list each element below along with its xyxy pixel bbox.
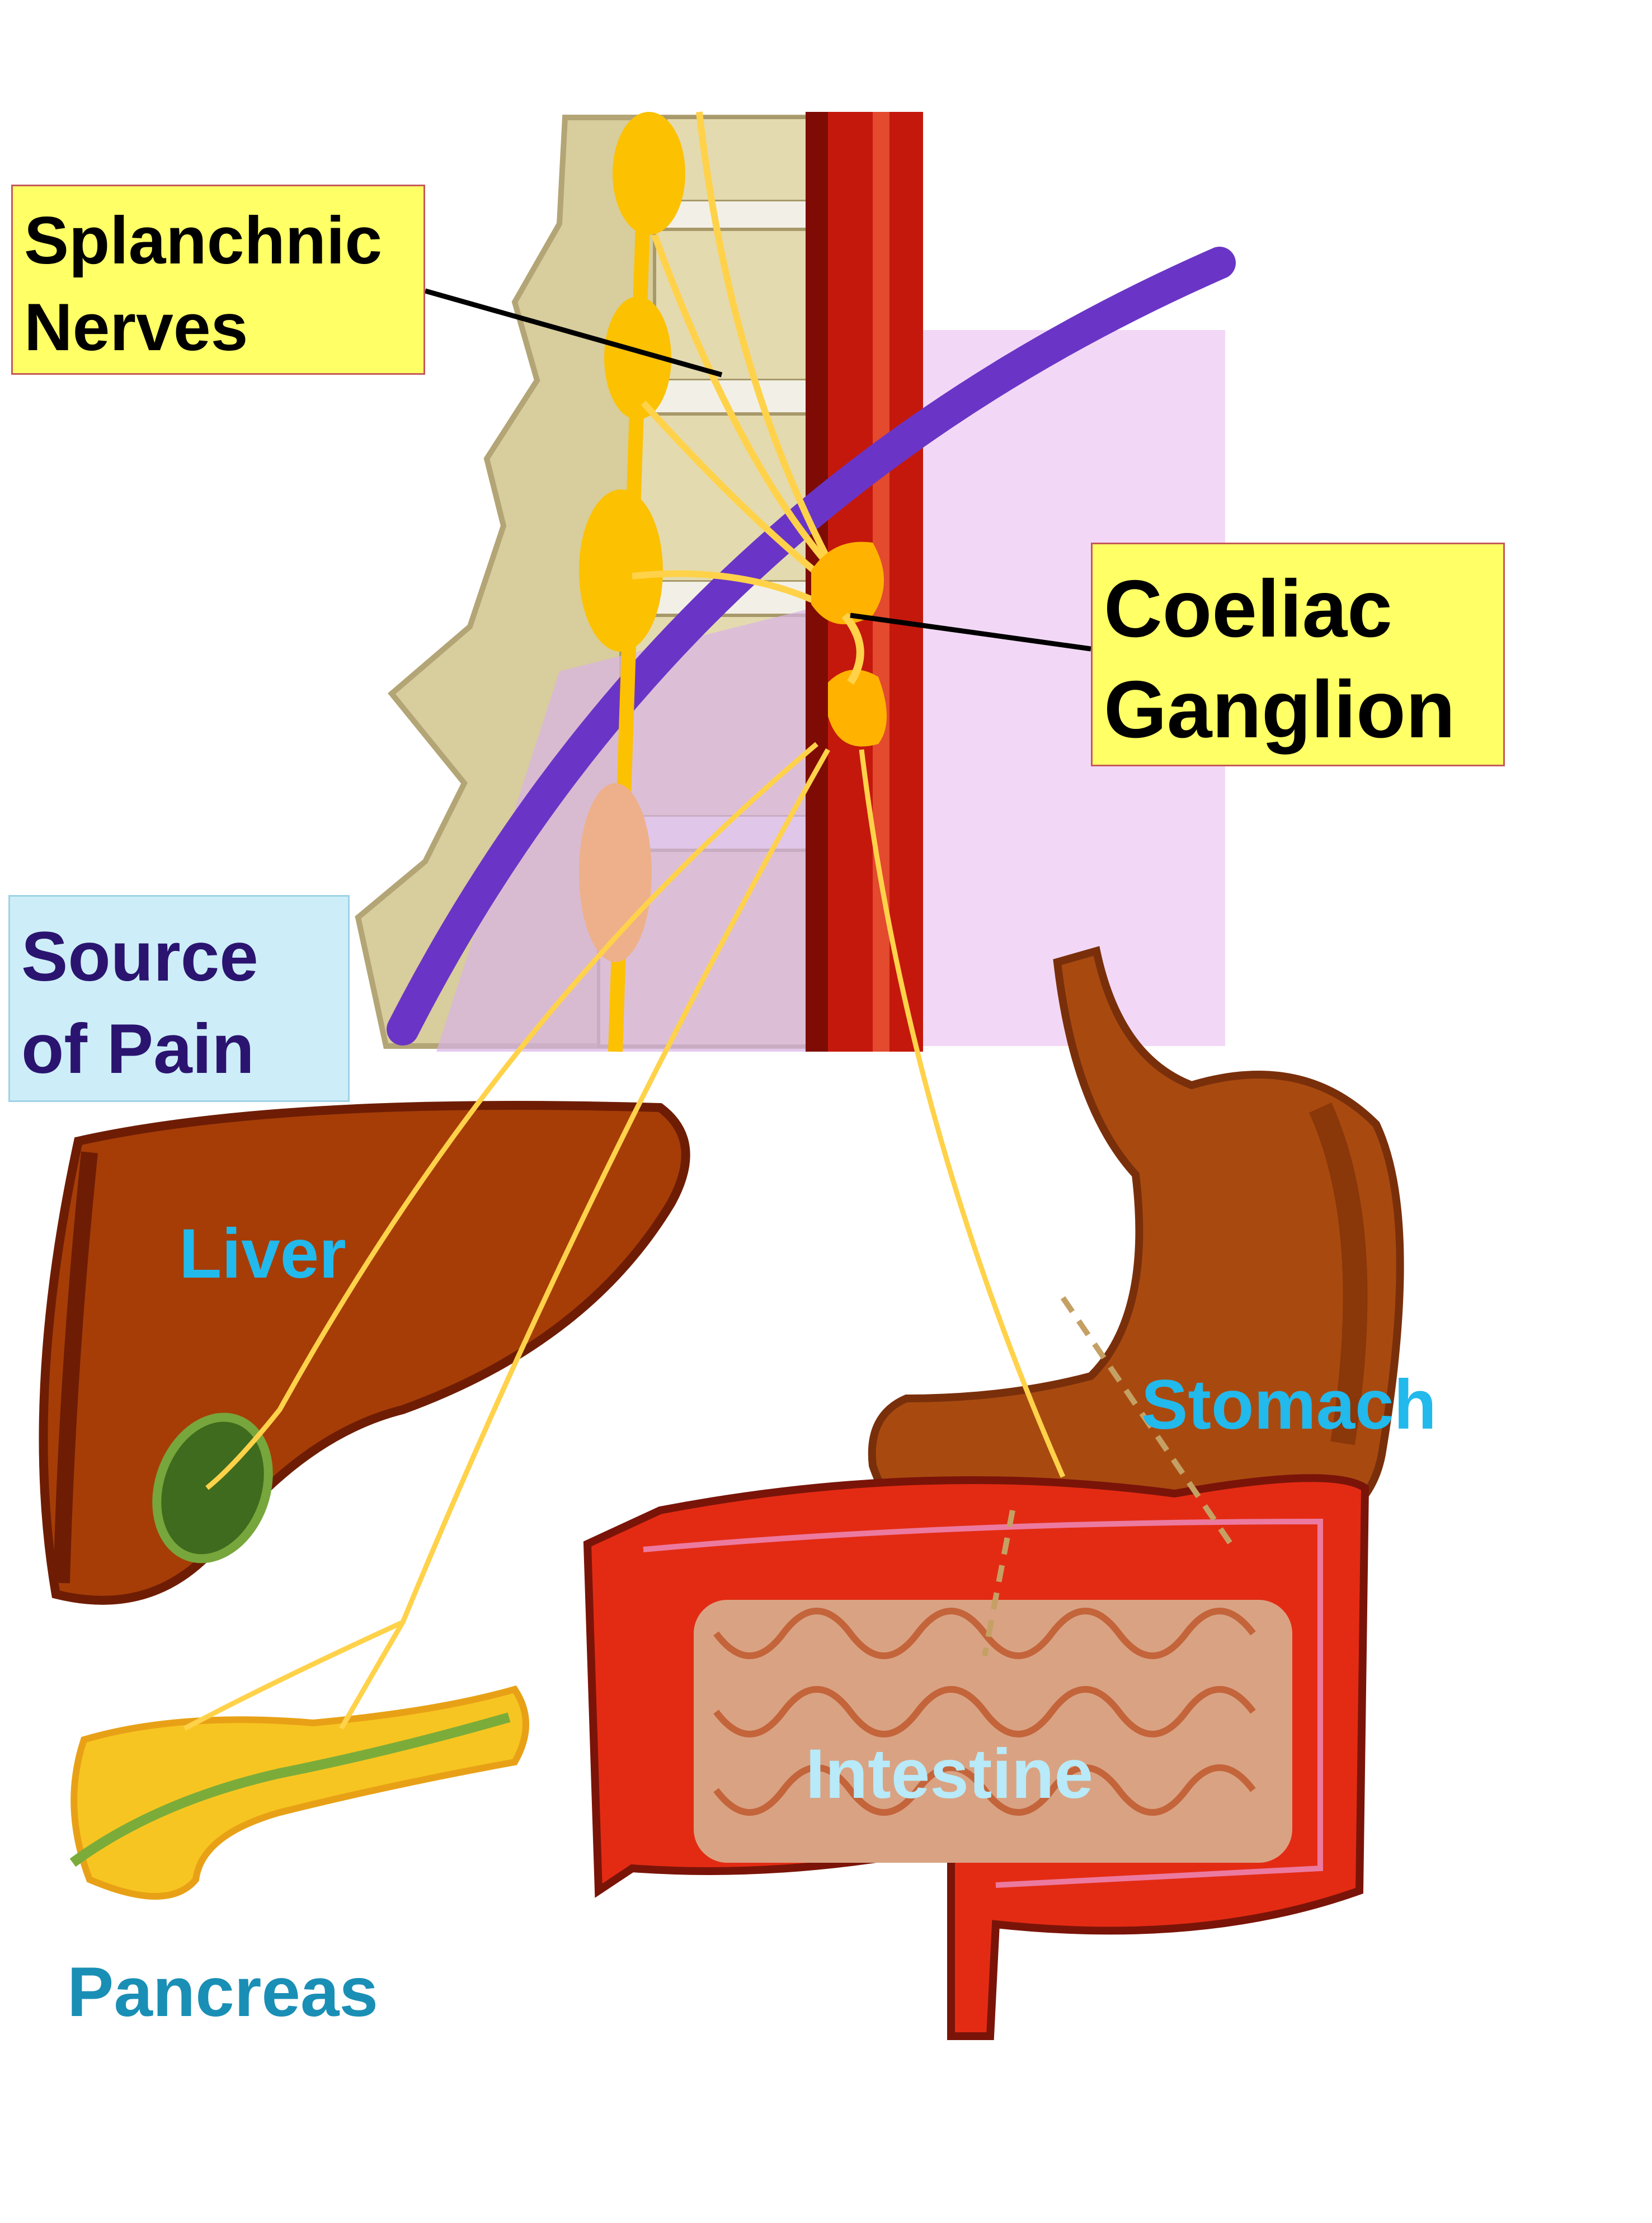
needle-intestine bbox=[982, 1510, 1015, 1656]
splanchnic-leader-line bbox=[424, 288, 723, 378]
coeliac-ganglion-label: Coeliac Ganglion bbox=[1091, 543, 1505, 766]
coeliac-ganglion bbox=[811, 541, 887, 747]
coeliac-ganglion-connector bbox=[841, 613, 864, 685]
colon-inner-stripe bbox=[643, 1518, 1323, 1888]
coeliac-label-line-2: Ganglion bbox=[1104, 664, 1456, 755]
pancreas-label: Pancreas bbox=[67, 1953, 378, 2031]
pancreas-shape bbox=[70, 1685, 529, 1900]
coeliac-label-line-1: Coeliac bbox=[1104, 563, 1392, 654]
coeliac-ganglion-lower bbox=[828, 670, 887, 747]
vertebra-body-1 bbox=[664, 116, 813, 203]
liver-edge-shadow bbox=[53, 1151, 98, 1584]
splanchnic-nerves bbox=[632, 111, 836, 607]
needle-probes bbox=[982, 1296, 1234, 1656]
large-intestine bbox=[583, 1474, 1369, 2040]
needle-stomach bbox=[1060, 1296, 1234, 1546]
liver-label: Liver bbox=[179, 1215, 346, 1293]
intestine-label: Intestine bbox=[806, 1735, 1093, 1813]
liver bbox=[39, 1101, 690, 1605]
coeliac-ganglion-upper bbox=[811, 541, 884, 624]
source-label-line-1: Source bbox=[21, 918, 258, 996]
pancreas bbox=[69, 1685, 529, 1900]
stomach-label: Stomach bbox=[1141, 1366, 1437, 1444]
coeliac-leader-line bbox=[850, 613, 1091, 652]
pancreatic-duct bbox=[69, 1712, 511, 1867]
chain-ganglion-2 bbox=[604, 296, 671, 420]
source-of-pain-label: Source of Pain bbox=[8, 895, 350, 1102]
splanchnic-nerve-3 bbox=[641, 400, 830, 585]
splanchnic-nerve-1 bbox=[696, 111, 831, 561]
splanchnic-nerves-label: Splanchnic Nerves bbox=[11, 185, 425, 375]
liver-shape bbox=[39, 1101, 690, 1605]
chain-ganglion-3 bbox=[579, 489, 663, 652]
source-label-line-2: of Pain bbox=[21, 1010, 255, 1088]
nerve-to-pancreas-branch bbox=[183, 1619, 404, 1731]
nerve-to-stomach bbox=[859, 749, 1066, 1478]
posterior-abdomen-shading bbox=[436, 587, 895, 1052]
small-intestine-loops bbox=[713, 1608, 1256, 1816]
splanchnic-nerve-4 bbox=[632, 570, 824, 607]
stomach-inner-shadow bbox=[1309, 1102, 1368, 1445]
vertebral-disc-1 bbox=[660, 201, 811, 229]
visceral-nerve-fibres bbox=[183, 742, 1066, 1731]
nerve-to-pancreas bbox=[339, 748, 830, 1730]
nerve-to-liver bbox=[205, 742, 818, 1490]
small-intestine-area bbox=[694, 1600, 1292, 1863]
splanchnic-label-line-1: Splanchnic bbox=[24, 203, 383, 278]
splanchnic-nerve-2 bbox=[651, 233, 836, 573]
chain-ganglion-1 bbox=[613, 112, 685, 235]
splanchnic-label-line-2: Nerves bbox=[24, 290, 248, 365]
diaphragm bbox=[387, 247, 1236, 1045]
